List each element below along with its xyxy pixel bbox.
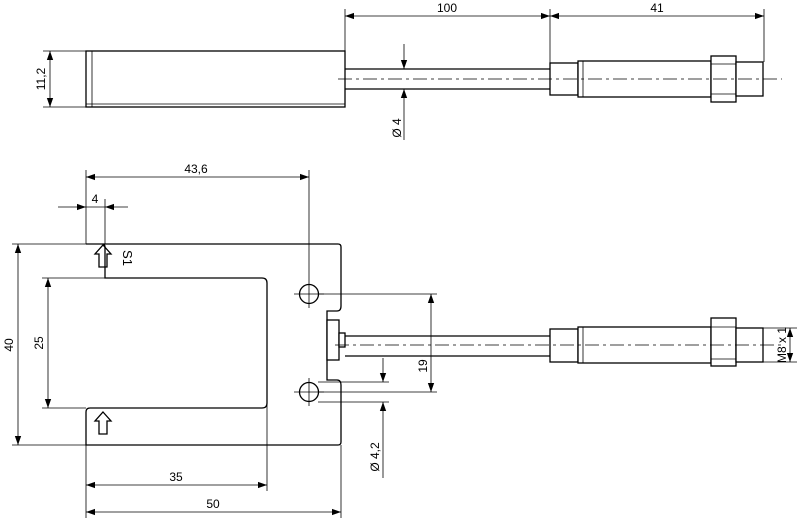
dim-overall-height: 40 (2, 338, 16, 352)
dim-overall-length: 50 (206, 497, 220, 511)
dim-slot-depth: 43,6 (184, 162, 208, 176)
dim-hole-diameter: Ø 4,2 (368, 442, 382, 472)
dim-housing-height: 11,2 (34, 67, 48, 90)
sensor-label: S1 (120, 250, 135, 266)
dim-slot-width: 25 (32, 336, 46, 350)
front-view: S1 43,6 4 40 25 19 Ø 4,2 (2, 162, 797, 518)
up-arrow-icon (93, 244, 113, 268)
up-arrow-icon (93, 411, 113, 435)
housing-side (85, 50, 346, 108)
dim-slot-length: 35 (169, 470, 183, 484)
dim-connector-length: 41 (650, 1, 664, 15)
dim-cable-length: 100 (437, 1, 457, 15)
side-view: 100 41 11,2 Ø 4 (34, 1, 782, 140)
mounting-hole-bottom (294, 378, 324, 406)
fork-sensor-body (85, 243, 342, 446)
dim-cable-diameter: Ø 4 (390, 118, 404, 138)
dim-hole-spacing: 19 (416, 359, 430, 373)
dim-connector-thread: M8 x 1 (775, 327, 789, 363)
connector-front (549, 317, 764, 367)
dim-arm-offset: 4 (92, 192, 99, 206)
